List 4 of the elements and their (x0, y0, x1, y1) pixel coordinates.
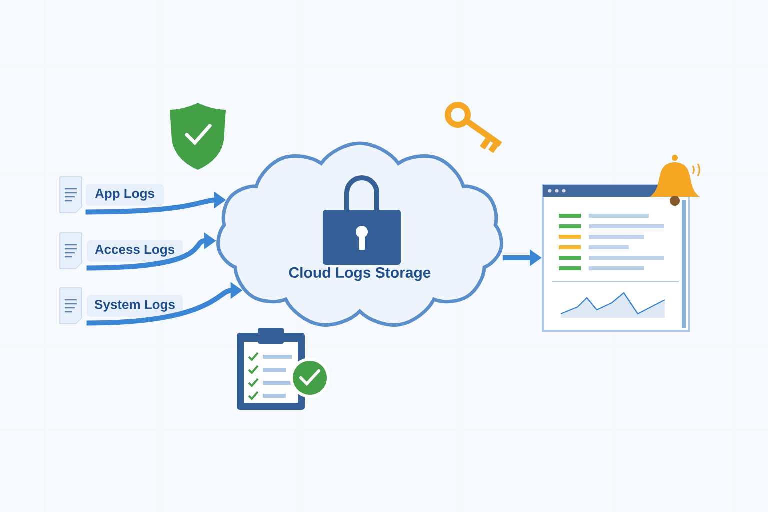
label-box: Access Logs (87, 240, 183, 262)
dashboard-drawing (542, 184, 690, 332)
label-box: System Logs (87, 295, 183, 317)
label-box: App Logs (86, 184, 164, 206)
